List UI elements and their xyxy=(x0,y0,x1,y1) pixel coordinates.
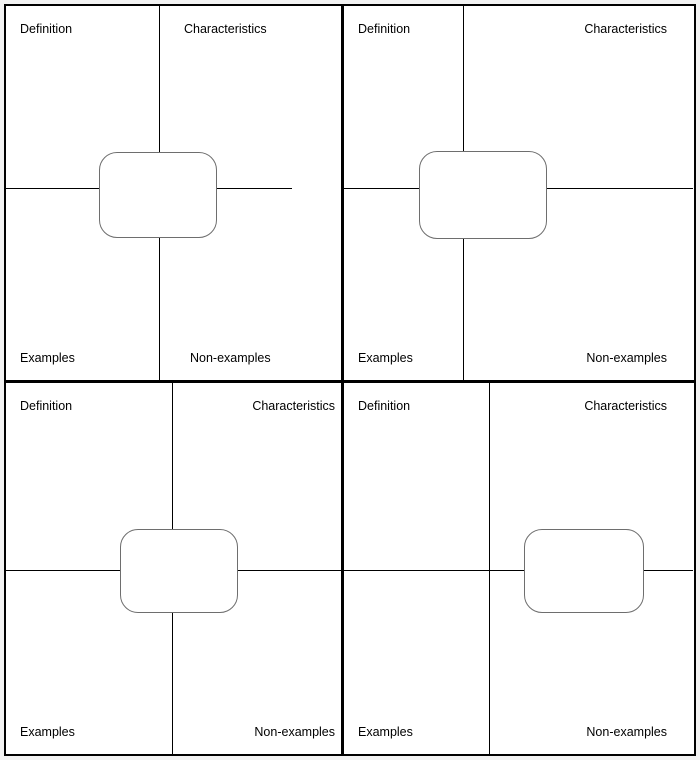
quadrant-label-examples: Examples xyxy=(358,351,413,365)
quadrant-label-characteristics: Characteristics xyxy=(584,399,667,413)
quadrant-label-non-examples: Non-examples xyxy=(190,351,271,365)
concept-box[interactable] xyxy=(99,152,217,238)
quadrant-label-definition: Definition xyxy=(20,399,73,413)
quadrant-label-non-examples: Non-examples xyxy=(254,725,335,739)
quadrant-label-definition: Definition xyxy=(20,22,73,36)
quadrant-label-examples: Examples xyxy=(20,351,75,365)
quadrant-label-non-examples: Non-examples xyxy=(586,351,667,365)
frayer-panel-bottom-right[interactable]: Definition Characteristics Examples Non-… xyxy=(343,382,696,756)
horizontal-divider xyxy=(344,570,693,571)
vertical-divider xyxy=(489,383,490,754)
concept-box[interactable] xyxy=(524,529,644,613)
concept-box[interactable] xyxy=(120,529,238,613)
quadrant-label-characteristics: Characteristics xyxy=(584,22,667,36)
quadrant-label-characteristics: Characteristics xyxy=(252,399,335,413)
frayer-panel-bottom-left[interactable]: Definition Characteristics Examples Non-… xyxy=(4,382,343,756)
quadrant-label-definition: Definition xyxy=(358,22,411,36)
frayer-template-grid: Definition Characteristics Examples Non-… xyxy=(4,4,696,756)
quadrant-label-examples: Examples xyxy=(20,725,75,739)
frayer-panel-top-right[interactable]: Definition Characteristics Examples Non-… xyxy=(343,4,696,382)
frayer-panel-top-left[interactable]: Definition Characteristics Examples Non-… xyxy=(4,4,343,382)
quadrant-label-definition: Definition xyxy=(358,399,411,413)
quadrant-label-non-examples: Non-examples xyxy=(586,725,667,739)
quadrant-label-characteristics: Characteristics xyxy=(184,22,267,36)
quadrant-label-examples: Examples xyxy=(358,725,413,739)
concept-box[interactable] xyxy=(419,151,547,239)
